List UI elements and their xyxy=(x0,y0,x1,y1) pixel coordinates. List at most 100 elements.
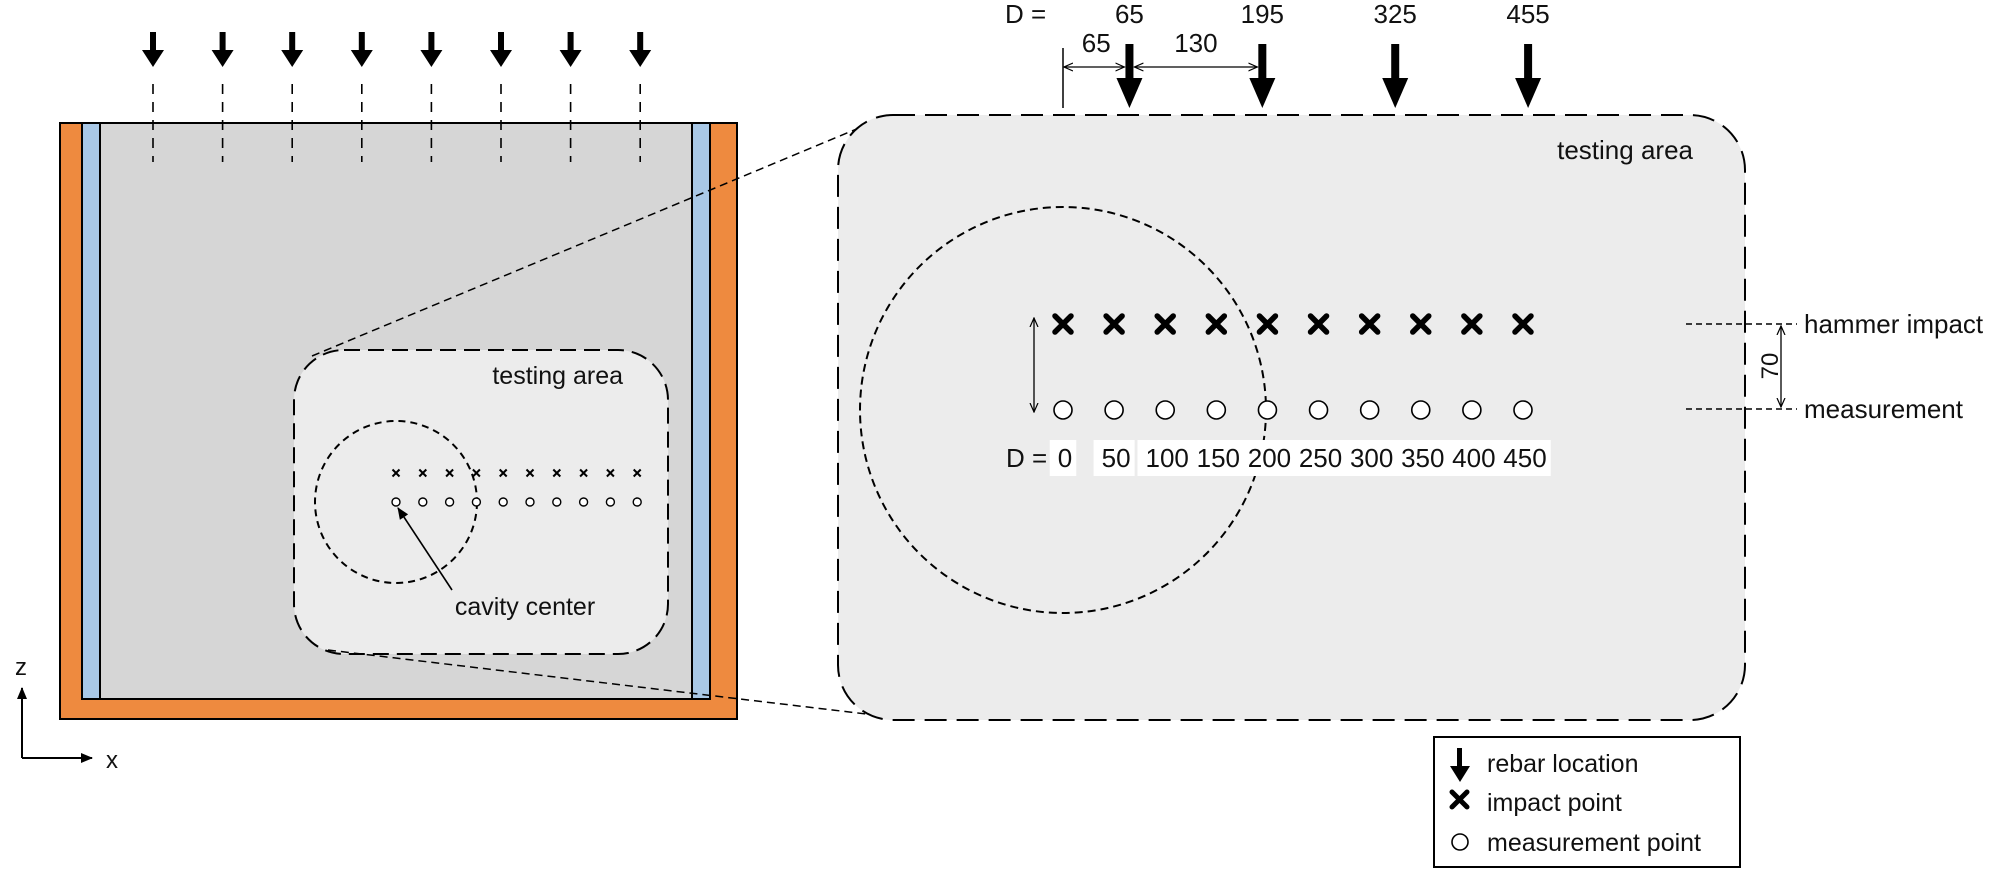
legend-impact-label: impact point xyxy=(1487,789,1622,817)
coordinate-axes: z x xyxy=(15,654,118,774)
x-axis-label: x xyxy=(106,747,118,774)
measurement-circle-icon xyxy=(525,497,535,507)
measurement-circle-icon xyxy=(552,497,562,507)
point-position-label: 450 xyxy=(1503,443,1546,473)
impact-cross-icon xyxy=(579,468,588,478)
measurement-circle-icon xyxy=(1155,400,1176,420)
rebar-arrow-icon xyxy=(211,32,234,67)
measurement-circle-icon xyxy=(578,497,589,507)
insulation-layer-left xyxy=(81,122,101,700)
measurement-circle-icon xyxy=(498,497,508,507)
rebar-arrow-icon xyxy=(490,32,512,67)
point-label-background xyxy=(1239,440,1296,476)
point-position-label: 350 xyxy=(1401,443,1444,473)
impact-cross-icon xyxy=(472,468,481,478)
rebar-position-label: 325 xyxy=(1374,0,1417,29)
rebar-arrow-icon xyxy=(1249,44,1276,108)
rebar-arrow-icon xyxy=(629,32,652,67)
rebar-arrow-icon xyxy=(142,32,164,67)
rebar-spacing-dimensions: 65 130 xyxy=(1062,28,1257,108)
measurement-label: measurement xyxy=(1804,394,1964,424)
offset-label: 70 xyxy=(1757,353,1784,380)
legend-rebar-label: rebar location xyxy=(1487,750,1638,778)
measurement-circle-icon xyxy=(444,497,455,507)
z-axis-label: z xyxy=(15,654,27,681)
point-position-label: 0 xyxy=(1058,443,1072,473)
impact-cross-icon xyxy=(1103,313,1125,335)
point-label-background xyxy=(1137,440,1193,476)
point-position-label: 250 xyxy=(1299,443,1342,473)
point-position-label: 400 xyxy=(1452,443,1495,473)
point-position-label: 150 xyxy=(1197,443,1240,473)
measurement-circle-icon xyxy=(1308,400,1329,420)
measurement-circle-icon xyxy=(471,497,482,507)
rebar-arrow-icon xyxy=(281,32,304,67)
impact-point-row xyxy=(1052,313,1534,335)
impact-cross-icon xyxy=(632,468,642,478)
impact-cross-icon xyxy=(391,468,401,478)
impact-cross-icon xyxy=(1154,313,1176,335)
measurement-circle-icon xyxy=(1462,400,1482,420)
measurement-circle-icon xyxy=(632,497,642,507)
zoom-connectors xyxy=(311,117,884,717)
impact-cross-icon xyxy=(1205,313,1228,335)
point-position-label: 50 xyxy=(1102,443,1131,473)
measurement-circle-icon xyxy=(418,497,428,507)
testing-area-large xyxy=(837,114,1746,721)
measurement-circle-icon xyxy=(391,497,401,507)
point-position-label: 100 xyxy=(1146,443,1189,473)
impact-cross-icon xyxy=(1256,313,1279,335)
point-position-label: 200 xyxy=(1248,443,1291,473)
hammer-impact-label: hammer impact xyxy=(1804,309,1984,339)
impact-cross-icon xyxy=(1358,313,1381,335)
point-label-background xyxy=(1093,440,1135,476)
rebar-arrows-detail xyxy=(1116,44,1542,108)
impact-cross-icon xyxy=(1307,313,1330,335)
impact-cross-icon xyxy=(498,468,508,478)
point-label-background xyxy=(1290,440,1347,476)
impact-cross-icon xyxy=(606,468,615,478)
legend: rebar location impact point measurement … xyxy=(1433,736,1741,868)
rebar-arrow-icon xyxy=(1515,44,1542,108)
measurement-circle-icon xyxy=(1410,400,1431,420)
point-label-background xyxy=(1188,440,1245,476)
cross-section-view: testing area cavity center xyxy=(59,32,738,720)
measurement-circle-icon xyxy=(1513,400,1533,420)
rebar-position-prefix: D = xyxy=(1005,0,1046,29)
point-label-background xyxy=(1444,440,1500,476)
impact-cross-icon xyxy=(418,468,428,478)
rebar-arrow-icon xyxy=(559,32,582,67)
rebar-position-label: 195 xyxy=(1241,0,1284,29)
rebar-position-label: 65 xyxy=(1115,0,1144,29)
rebar-pitch-label: 130 xyxy=(1174,28,1217,58)
measurement-circle-icon xyxy=(1104,400,1124,420)
impact-cross-icon xyxy=(1052,313,1074,335)
cavity-center-label: cavity center xyxy=(455,593,595,621)
measurement-circle-icon xyxy=(605,497,616,507)
impact-cross-icon xyxy=(445,468,454,478)
measurement-circle-icon xyxy=(1257,400,1278,420)
measurement-circle-icon xyxy=(1053,400,1073,420)
impact-cross-icon xyxy=(552,468,562,478)
point-position-label: 300 xyxy=(1350,443,1393,473)
measurement-circle-icon xyxy=(1206,400,1227,420)
rebar-arrow-icon xyxy=(1116,44,1143,108)
point-label-background xyxy=(1341,440,1398,476)
testing-area-label-large: testing area xyxy=(1557,135,1693,165)
point-position-labels: 0 50 100 150 200 250 300 350 400 450 xyxy=(1049,440,1551,476)
rebar-arrow-icon xyxy=(350,32,373,67)
rebar-arrow-icon xyxy=(420,32,443,67)
legend-box xyxy=(1433,736,1741,868)
point-position-prefix: D = xyxy=(1006,443,1047,473)
rebar-arrows-left xyxy=(142,32,652,162)
measurement-circle-icon xyxy=(1451,833,1469,851)
legend-measurement-label: measurement point xyxy=(1487,829,1701,857)
rebar-arrow-icon xyxy=(1382,44,1409,108)
impact-cross-icon xyxy=(1461,313,1483,335)
impact-cross-icon xyxy=(1410,313,1432,335)
measurement-point-row xyxy=(1053,400,1533,420)
testing-area-label-small: testing area xyxy=(492,362,623,390)
